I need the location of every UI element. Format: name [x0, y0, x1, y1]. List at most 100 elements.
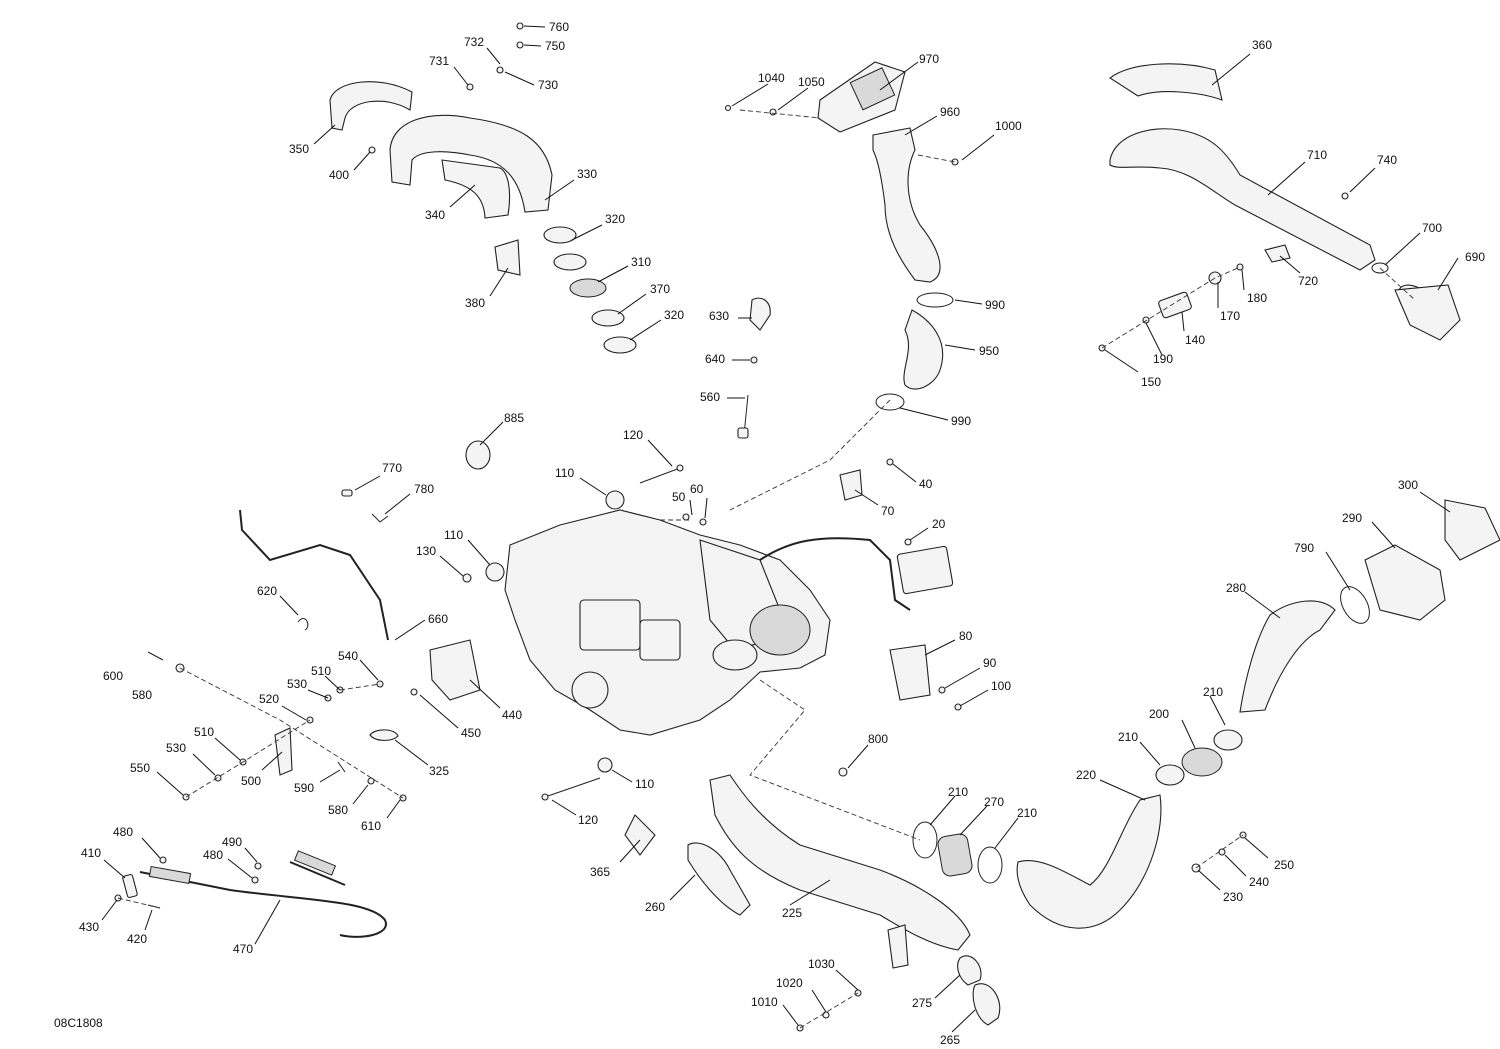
callout-220: 220: [1076, 768, 1096, 782]
callout-110: 110: [555, 466, 574, 480]
callout-275: 275: [912, 996, 932, 1010]
callout-510: 510: [194, 725, 214, 739]
callout-365: 365: [590, 865, 610, 879]
throttle-cable: [114, 850, 387, 938]
callout-290: 290: [1342, 511, 1362, 525]
callout-520: 520: [259, 692, 279, 706]
engine-block: [462, 464, 954, 801]
callout-990: 990: [985, 298, 1005, 312]
callout-580: 580: [132, 688, 152, 702]
callout-420: 420: [127, 932, 147, 946]
engine-mount-fasteners: [147, 651, 407, 802]
callout-labels: 760 750 732 731 730 350 400 330 340 320 …: [79, 20, 1485, 1047]
callout-340: 340: [425, 208, 445, 222]
callout-110: 110: [635, 777, 654, 791]
callout-265: 265: [940, 1033, 960, 1047]
callout-400: 400: [329, 168, 349, 182]
callout-50: 50: [672, 490, 686, 504]
callout-150: 150: [1141, 375, 1161, 389]
callout-110: 110: [444, 528, 463, 542]
callout-380: 380: [465, 296, 485, 310]
callout-130: 130: [416, 544, 436, 558]
callout-500: 500: [241, 774, 261, 788]
callout-140: 140: [1185, 333, 1205, 347]
callout-310: 310: [631, 255, 651, 269]
callout-960: 960: [940, 105, 960, 119]
callout-440: 440: [502, 708, 522, 722]
callout-370: 370: [650, 282, 670, 296]
callout-620: 620: [257, 584, 277, 598]
callout-731: 731: [429, 54, 449, 68]
part-shapes: [114, 22, 1500, 1032]
callout-450: 450: [461, 726, 481, 740]
callout-885: 885: [504, 411, 524, 425]
illustration-reference-code: 08C1808: [54, 1016, 103, 1030]
callout-700: 700: [1422, 221, 1442, 235]
callout-320: 320: [605, 212, 625, 226]
callout-100: 100: [991, 679, 1011, 693]
callout-240: 240: [1249, 875, 1269, 889]
misc-hardware: [682, 297, 962, 711]
callout-leaders: [101, 25, 1459, 1033]
callout-470: 470: [233, 942, 253, 956]
callout-580: 580: [328, 803, 348, 817]
callout-1040: 1040: [758, 71, 785, 85]
callout-1030: 1030: [808, 957, 835, 971]
callout-230: 230: [1223, 890, 1243, 904]
callout-430: 430: [79, 920, 99, 934]
callout-770: 770: [382, 461, 402, 475]
callout-720: 720: [1298, 274, 1318, 288]
callout-760: 760: [549, 20, 569, 34]
callout-750: 750: [545, 39, 565, 53]
callout-210: 210: [1118, 730, 1138, 744]
callout-270: 270: [984, 795, 1004, 809]
callout-970: 970: [919, 52, 939, 66]
callout-710: 710: [1307, 148, 1327, 162]
callout-70: 70: [881, 504, 895, 518]
callout-1020: 1020: [776, 976, 803, 990]
exhaust-duct-upper-right: [1098, 63, 1461, 352]
callout-600: 600: [103, 669, 123, 683]
air-box-and-duct: [724, 61, 959, 411]
callout-120: 120: [623, 428, 643, 442]
callout-330: 330: [577, 167, 597, 181]
exhaust-pipe-lower: [624, 767, 1001, 1032]
callout-510: 510: [311, 664, 331, 678]
callout-790: 790: [1294, 541, 1314, 555]
callout-490: 490: [222, 835, 242, 849]
callout-260: 260: [645, 900, 665, 914]
callout-610: 610: [361, 819, 381, 833]
callout-20: 20: [932, 517, 946, 531]
callout-90: 90: [983, 656, 997, 670]
callout-200: 200: [1149, 707, 1169, 721]
callout-210: 210: [1203, 685, 1223, 699]
callout-170: 170: [1220, 309, 1240, 323]
breather-hose-assembly: [239, 440, 491, 741]
callout-732: 732: [464, 35, 484, 49]
callout-210: 210: [948, 785, 968, 799]
callout-550: 550: [130, 761, 150, 775]
callout-630: 630: [709, 309, 729, 323]
callout-480: 480: [203, 848, 223, 862]
callout-360: 360: [1252, 38, 1272, 52]
callout-120: 120: [578, 813, 598, 827]
callout-225: 225: [782, 906, 802, 920]
callout-690: 690: [1465, 250, 1485, 264]
callout-950: 950: [979, 344, 999, 358]
callout-300: 300: [1398, 478, 1418, 492]
callout-40: 40: [919, 477, 933, 491]
callout-325: 325: [429, 764, 449, 778]
callout-730: 730: [538, 78, 558, 92]
callout-560: 560: [700, 390, 720, 404]
callout-480: 480: [113, 825, 133, 839]
callout-660: 660: [428, 612, 448, 626]
callout-280: 280: [1226, 581, 1246, 595]
callout-250: 250: [1274, 858, 1294, 872]
callout-780: 780: [414, 482, 434, 496]
callout-540: 540: [338, 649, 358, 663]
callout-530: 530: [287, 677, 307, 691]
assembly-lines: [117, 109, 1416, 1029]
callout-180: 180: [1247, 291, 1267, 305]
callout-1010: 1010: [751, 995, 778, 1009]
